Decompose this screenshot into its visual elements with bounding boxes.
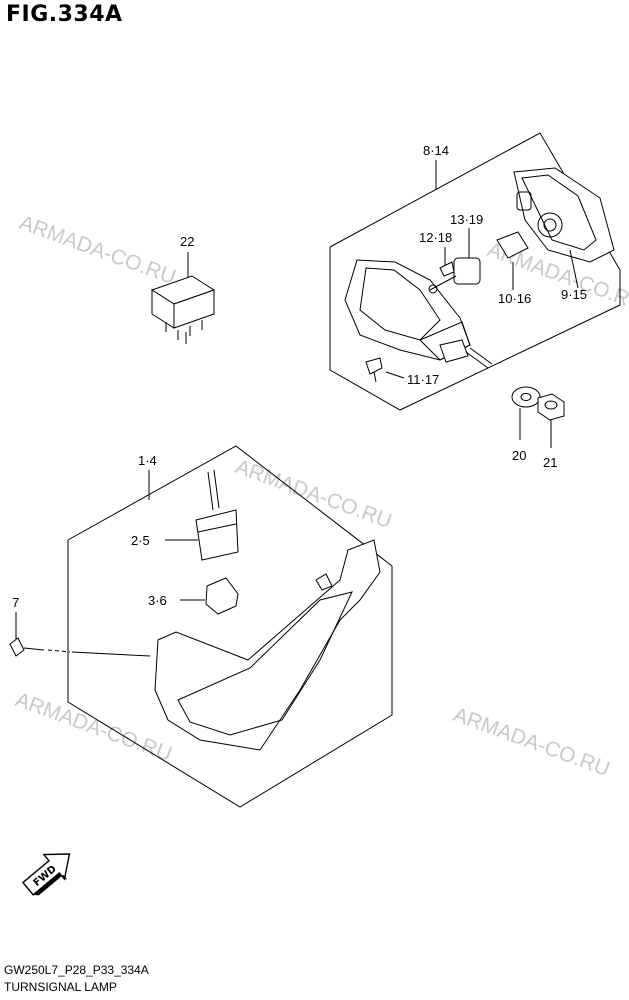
part-label: 7 <box>12 595 19 610</box>
part-labels: 22 8·14 13·19 12·18 10·16 9·15 11·17 20 … <box>12 143 587 610</box>
watermark: ARMADA-CO.RU <box>450 703 612 781</box>
front-turnsignal-assembly <box>9 445 393 808</box>
watermark: ARMADA-CO.RU <box>12 688 174 766</box>
fwd-arrow-icon: FWD <box>21 853 71 896</box>
watermark: ARMADA-CO.RU <box>232 455 394 533</box>
part-label: 11·17 <box>407 372 439 387</box>
part-label: 10·16 <box>498 291 531 306</box>
part-label: 22 <box>180 234 194 249</box>
part-label: 3·6 <box>148 593 167 608</box>
rear-turnsignal-assembly <box>329 132 621 448</box>
part-label: 12·18 <box>419 230 452 245</box>
relay-22 <box>150 252 216 344</box>
part-label: 1·4 <box>138 453 157 468</box>
watermarks: ARMADA-CO.RU ARMADA-CO.RU ARMADA-CO.RU A… <box>12 211 629 781</box>
diagram-code: GW250L7_P28_P33_334A <box>4 963 149 977</box>
part-label: 8·14 <box>423 143 449 158</box>
watermark: ARMADA-CO.RU <box>16 211 178 289</box>
part-label: 13·19 <box>450 212 483 227</box>
part-label: 21 <box>543 455 557 470</box>
part-label: 9·15 <box>561 287 587 302</box>
part-label: 20 <box>512 448 526 463</box>
part-label: 2·5 <box>131 533 150 548</box>
diagram-name: TURNSIGNAL LAMP <box>4 980 117 994</box>
figure-title: FIG.334A <box>6 2 123 27</box>
